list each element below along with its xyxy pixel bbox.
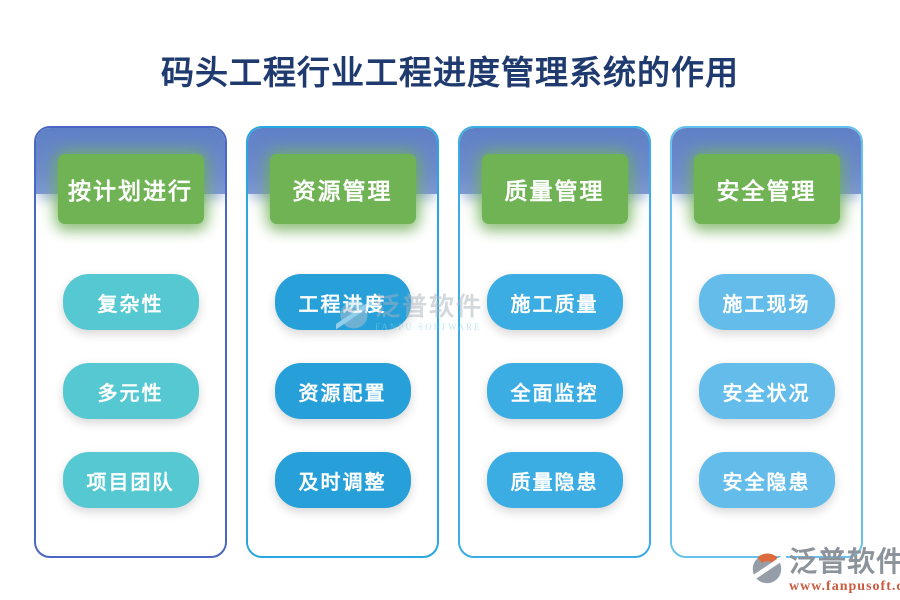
pill-item: 质量隐患	[486, 452, 623, 508]
pill-item: 安全隐患	[698, 452, 835, 508]
card-resource: 资源管理 工程进度 资源配置 及时调整	[246, 126, 439, 558]
pill-item: 多元性	[62, 363, 199, 419]
card-resource-pills: 工程进度 资源配置 及时调整	[248, 274, 437, 508]
pill-item: 资源配置	[274, 363, 411, 419]
pill-item: 复杂性	[62, 274, 199, 330]
pill-item: 施工质量	[486, 274, 623, 330]
card-safety: 安全管理 施工现场 安全状况 安全隐患	[670, 126, 863, 558]
card-quality-pills: 施工质量 全面监控 质量隐患	[460, 274, 649, 508]
fanpu-logo-icon	[748, 549, 786, 587]
watermark-name: 泛普软件	[375, 294, 484, 321]
pill-item: 施工现场	[698, 274, 835, 330]
pill-item: 项目团队	[62, 452, 199, 508]
cards-row: 按计划进行 复杂性 多元性 项目团队 资源管理 工程进度 资源配置 及时调整 质…	[34, 126, 863, 558]
card-plan: 按计划进行 复杂性 多元性 项目团队	[34, 126, 227, 558]
brand-name: 泛普软件	[789, 547, 900, 578]
pill-item: 全面监控	[486, 363, 623, 419]
pill-item: 安全状况	[698, 363, 835, 419]
brand-url: www.fanpusoft.com	[789, 579, 900, 594]
watermark-subtitle: FANPU SOFTWARE	[375, 322, 482, 332]
card-plan-pills: 复杂性 多元性 项目团队	[36, 274, 225, 508]
brand-footer: 泛普软件 www.fanpusoft.com	[748, 549, 900, 594]
pill-item: 及时调整	[274, 452, 411, 508]
card-safety-header: 安全管理	[693, 154, 840, 224]
card-plan-header: 按计划进行	[57, 154, 204, 224]
card-safety-pills: 施工现场 安全状况 安全隐患	[672, 274, 861, 508]
center-watermark: 泛普软件 FANPU SOFTWARE	[336, 295, 483, 332]
card-quality: 质量管理 施工质量 全面监控 质量隐患	[458, 126, 651, 558]
page-title: 码头工程行业工程进度管理系统的作用	[161, 56, 739, 92]
fanpu-logo-icon	[336, 296, 372, 332]
card-quality-header: 质量管理	[481, 154, 628, 224]
card-resource-header: 资源管理	[269, 154, 416, 224]
